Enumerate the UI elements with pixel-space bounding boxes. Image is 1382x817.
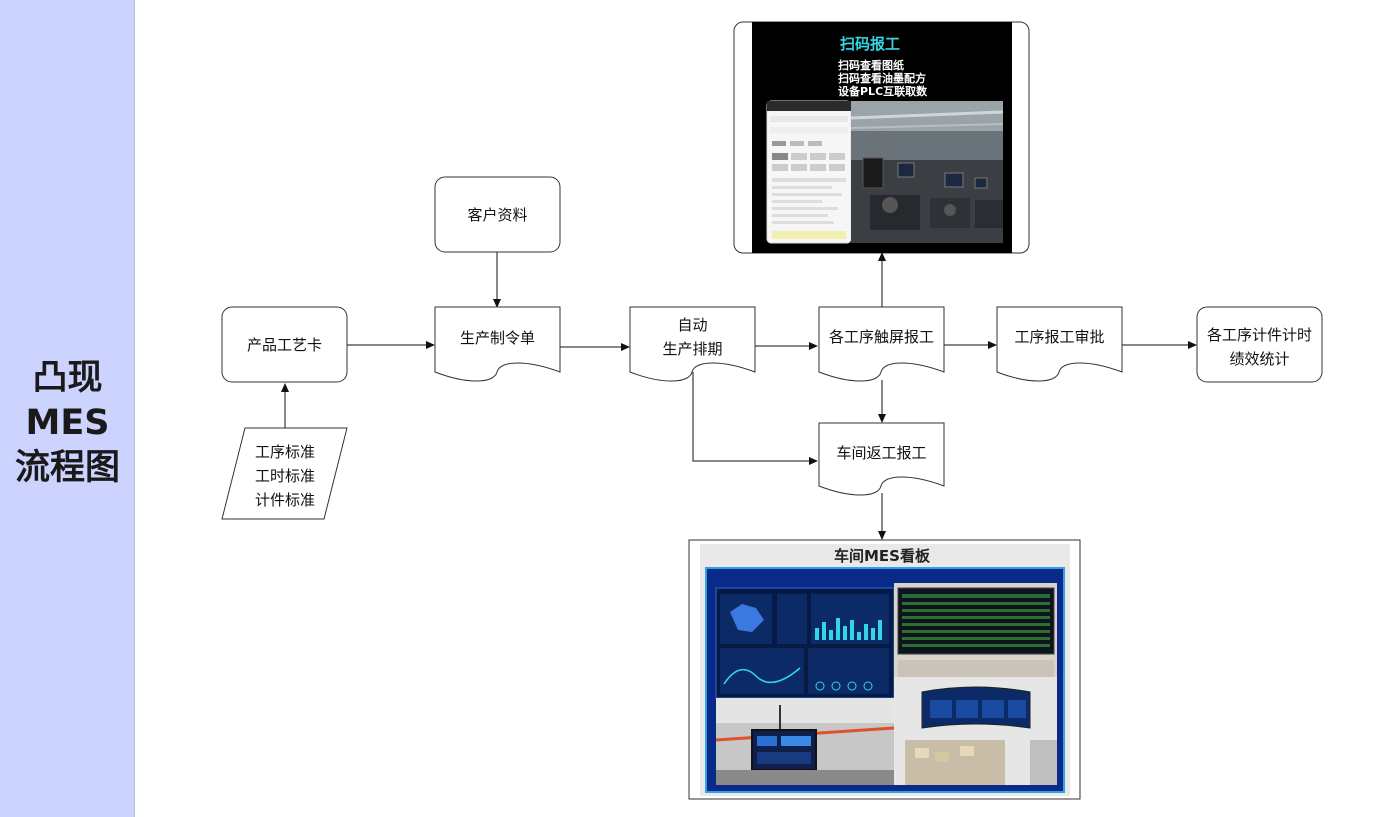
node-production-order: 生产制令单	[434, 306, 561, 382]
node-report-review: 工序报工审批	[996, 306, 1123, 382]
mobile-app-screenshot	[766, 100, 852, 244]
node-production-order-label: 生产制令单	[460, 329, 535, 347]
node-customer-info-label: 客户资料	[467, 206, 527, 224]
node-report-review-label: 工序报工审批	[1014, 328, 1104, 346]
scan-report-panel: 扫码报工 扫码查看图纸 扫码查看油墨配方 设备PLC互联取数	[733, 21, 1030, 254]
node-standards-label-3: 计件标准	[255, 491, 315, 509]
page-title: 凸现 MES 流程图	[0, 356, 135, 491]
dashboard-panel: 车间MES看板	[688, 539, 1081, 800]
node-standards-label-1: 工序标准	[255, 443, 315, 461]
node-product-card: 产品工艺卡	[221, 306, 348, 383]
scan-panel-line-1: 扫码查看图纸	[838, 58, 904, 72]
edge-schedule-to-rework	[692, 372, 818, 465]
node-touch-report-label: 各工序触屏报工	[829, 328, 934, 346]
node-piecework-label-2: 绩效统计	[1229, 350, 1289, 368]
title-line-3: 流程图	[14, 448, 120, 488]
node-customer-info: 客户资料	[434, 176, 561, 253]
node-rework-report-label: 车间返工报工	[836, 444, 926, 462]
dashboard-panel-title: 车间MES看板	[834, 547, 931, 565]
sidebar: 凸现 MES 流程图	[0, 0, 135, 817]
ceiling-screen-photo	[715, 698, 895, 785]
node-rework-report: 车间返工报工	[818, 422, 945, 496]
scan-panel-title: 扫码报工	[840, 35, 900, 53]
node-product-card-label: 产品工艺卡	[247, 336, 322, 354]
scan-panel-line-3: 设备PLC互联取数	[838, 84, 928, 98]
node-piecework-label-1: 各工序计件计时	[1207, 326, 1312, 344]
dashboard-screen-photo	[715, 587, 895, 699]
title-line-2: MES	[25, 403, 110, 443]
node-auto-schedule-label-2: 生产排期	[662, 340, 722, 358]
node-touch-report: 各工序触屏报工	[818, 306, 945, 382]
title-line-1: 凸现	[32, 358, 103, 398]
node-piecework: 各工序计件计时 绩效统计	[1196, 306, 1323, 383]
node-standards-label-2: 工时标准	[255, 467, 315, 485]
factory-photo	[850, 101, 1004, 243]
node-standards: 工序标准 工时标准 计件标准	[221, 427, 348, 520]
scan-panel-line-2: 扫码查看油墨配方	[838, 71, 926, 85]
node-auto-schedule-label-1: 自动	[677, 316, 707, 334]
node-auto-schedule: 自动 生产排期	[629, 306, 756, 382]
curved-wall-screen-photo	[894, 677, 1057, 785]
connectors	[281, 252, 1197, 540]
